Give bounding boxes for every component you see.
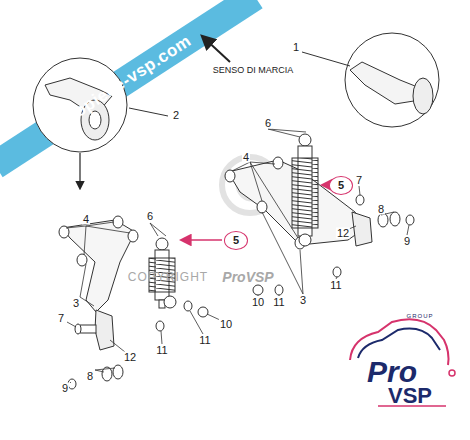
- callout-number: 5: [233, 235, 239, 246]
- callout-number: 6: [264, 118, 272, 129]
- callout-number: 12: [336, 228, 350, 239]
- callout-number: 5: [338, 180, 344, 191]
- callout-number: 10: [219, 319, 233, 330]
- callout-number: 12: [123, 352, 137, 363]
- callout-number: 9: [61, 383, 69, 394]
- logo-text: Pro: [367, 357, 417, 387]
- callout-number: 10: [251, 297, 265, 308]
- logo-text: VSP: [388, 385, 432, 407]
- callout-number: 11: [155, 345, 168, 356]
- callout-number: 3: [299, 295, 307, 306]
- callout-circle: 5: [329, 176, 353, 195]
- callout-number: 1: [292, 42, 300, 53]
- callout-number: 7: [57, 313, 65, 324]
- copyright-watermark: COPYRIGHT: [128, 271, 208, 283]
- callout-number: 9: [403, 236, 411, 247]
- callout-number: 4: [242, 152, 250, 163]
- callout-number: 6: [146, 211, 154, 222]
- callout-number: 4: [82, 214, 90, 225]
- logo-text: GROUP: [406, 313, 433, 319]
- callout-circle: 5: [224, 231, 248, 250]
- direction-label: SENSO DI MARCIA: [213, 66, 294, 75]
- callout-number: 11: [198, 335, 211, 346]
- copyright-watermark: ProVSP: [222, 270, 273, 284]
- callout-number: 7: [355, 175, 363, 186]
- callout-number: 11: [272, 297, 285, 308]
- callout-number: 8: [377, 204, 385, 215]
- callout-number: 2: [172, 110, 180, 121]
- callout-number: 3: [72, 298, 80, 309]
- callout-number: 8: [86, 371, 94, 382]
- callout-number: 11: [329, 280, 342, 291]
